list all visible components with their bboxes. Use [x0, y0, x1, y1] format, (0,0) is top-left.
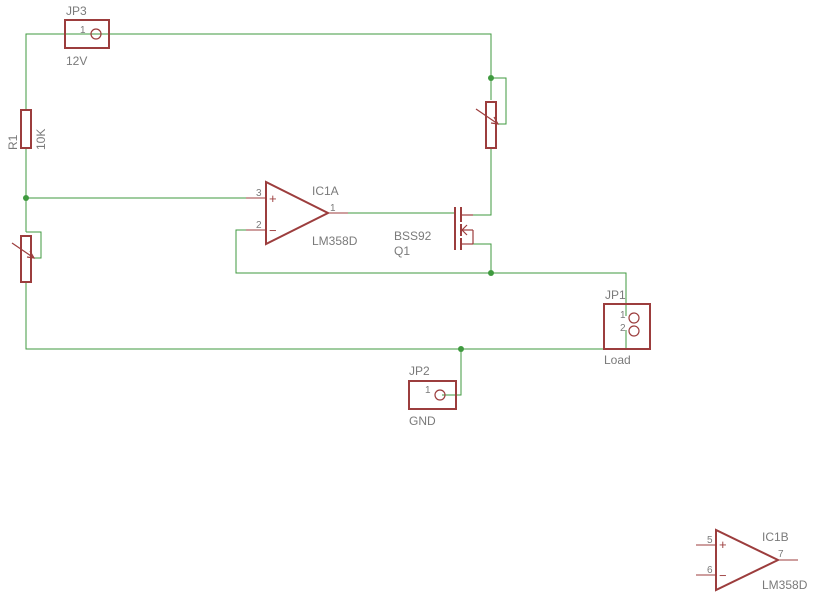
- jp2-value: GND: [409, 414, 436, 428]
- opamp-plus-sign: +: [719, 537, 727, 552]
- resistor-r1-body: [20, 109, 32, 149]
- connector-jp3[interactable]: 1 JP3 12V: [64, 4, 110, 68]
- q1-value: BSS92: [394, 229, 432, 243]
- mosfet-arrow-icon: [461, 224, 468, 236]
- mosfet-q1[interactable]: BSS92 Q1: [394, 207, 474, 258]
- opamp-triangle-icon: [715, 528, 781, 592]
- ic1b-value: LM358D: [762, 578, 808, 592]
- wire-gnd-rail[interactable]: [25, 282, 627, 350]
- resistor-r1[interactable]: R1 10K: [6, 109, 48, 150]
- trimmer-arrow-icon: [490, 116, 500, 125]
- connector-pin-icon: [628, 325, 640, 337]
- jp3-name: JP3: [66, 4, 87, 18]
- ic1b-name: IC1B: [762, 530, 789, 544]
- ic1a-pin-plus-num: 3: [256, 188, 262, 199]
- r1-name: R1: [6, 134, 20, 150]
- wire-gnd-to-jp2[interactable]: [442, 349, 462, 396]
- opamp-minus-sign: −: [269, 223, 277, 238]
- wire-r1-to-plus[interactable]: [25, 148, 266, 199]
- wire-12v-rail[interactable]: [25, 33, 492, 110]
- ic1a-value: LM358D: [312, 234, 358, 248]
- connector-jp2-body: [408, 380, 457, 410]
- jp2-pin-label: 1: [425, 385, 431, 396]
- trimmer-wiper-icon: [11, 242, 35, 259]
- trimmer-arrow-icon: [26, 250, 36, 259]
- r1-value: 10K: [34, 129, 48, 150]
- ic1a-pin-out-num: 1: [330, 203, 336, 214]
- jp1-pin1-label: 1: [620, 310, 626, 321]
- connector-jp1-body: [603, 303, 651, 350]
- wire-drain-to-trim2[interactable]: [473, 148, 492, 216]
- trimmer-right[interactable]: [475, 101, 500, 149]
- ic1a-pin-minus-num: 2: [256, 220, 262, 231]
- connector-jp2[interactable]: 1 JP2 GND: [408, 364, 457, 428]
- junction-dot: [488, 270, 494, 276]
- wire-source-to-node[interactable]: [473, 243, 492, 273]
- opamp-minus-sign: −: [719, 568, 727, 583]
- trimmer-wiper-icon: [475, 108, 499, 125]
- ic1a-name: IC1A: [312, 184, 339, 198]
- jp1-name: JP1: [605, 288, 626, 302]
- jp3-pin-label: 1: [80, 25, 86, 36]
- trimmer-left-body: [20, 235, 32, 283]
- jp2-name: JP2: [409, 364, 430, 378]
- wire-trim1-wiper[interactable]: [26, 231, 42, 259]
- connector-pin-icon: [628, 312, 640, 324]
- wire-trim2-wiper[interactable]: [491, 77, 507, 125]
- opamp-ic1a[interactable]: + − 3 2 1 IC1A LM358D: [246, 180, 358, 248]
- connector-jp3-body: [64, 19, 110, 49]
- opamp-triangle-icon: [265, 180, 331, 246]
- q1-name: Q1: [394, 244, 410, 258]
- junction-dot: [488, 75, 494, 81]
- junctions: [23, 75, 494, 352]
- ic1b-pin-plus-num: 5: [707, 535, 713, 546]
- ic1b-pin-minus-num: 6: [707, 565, 713, 576]
- trimmer-left[interactable]: [11, 235, 36, 283]
- opamp-ic1b[interactable]: + − 5 6 7 IC1B LM358D: [696, 528, 808, 592]
- jp1-pin2-label: 2: [620, 323, 626, 334]
- trimmer-right-body: [485, 101, 497, 149]
- jp1-value: Load: [604, 353, 631, 367]
- wires: [25, 33, 627, 396]
- connector-pin-icon: [90, 28, 102, 40]
- connector-pin-icon: [434, 389, 446, 401]
- junction-dot: [458, 346, 464, 352]
- ic1b-pin-out-num: 7: [778, 549, 784, 560]
- jp3-value: 12V: [66, 54, 87, 68]
- opamp-plus-sign: +: [269, 191, 277, 206]
- junction-dot: [23, 195, 29, 201]
- connector-jp1[interactable]: 1 2 JP1 Load: [603, 288, 651, 367]
